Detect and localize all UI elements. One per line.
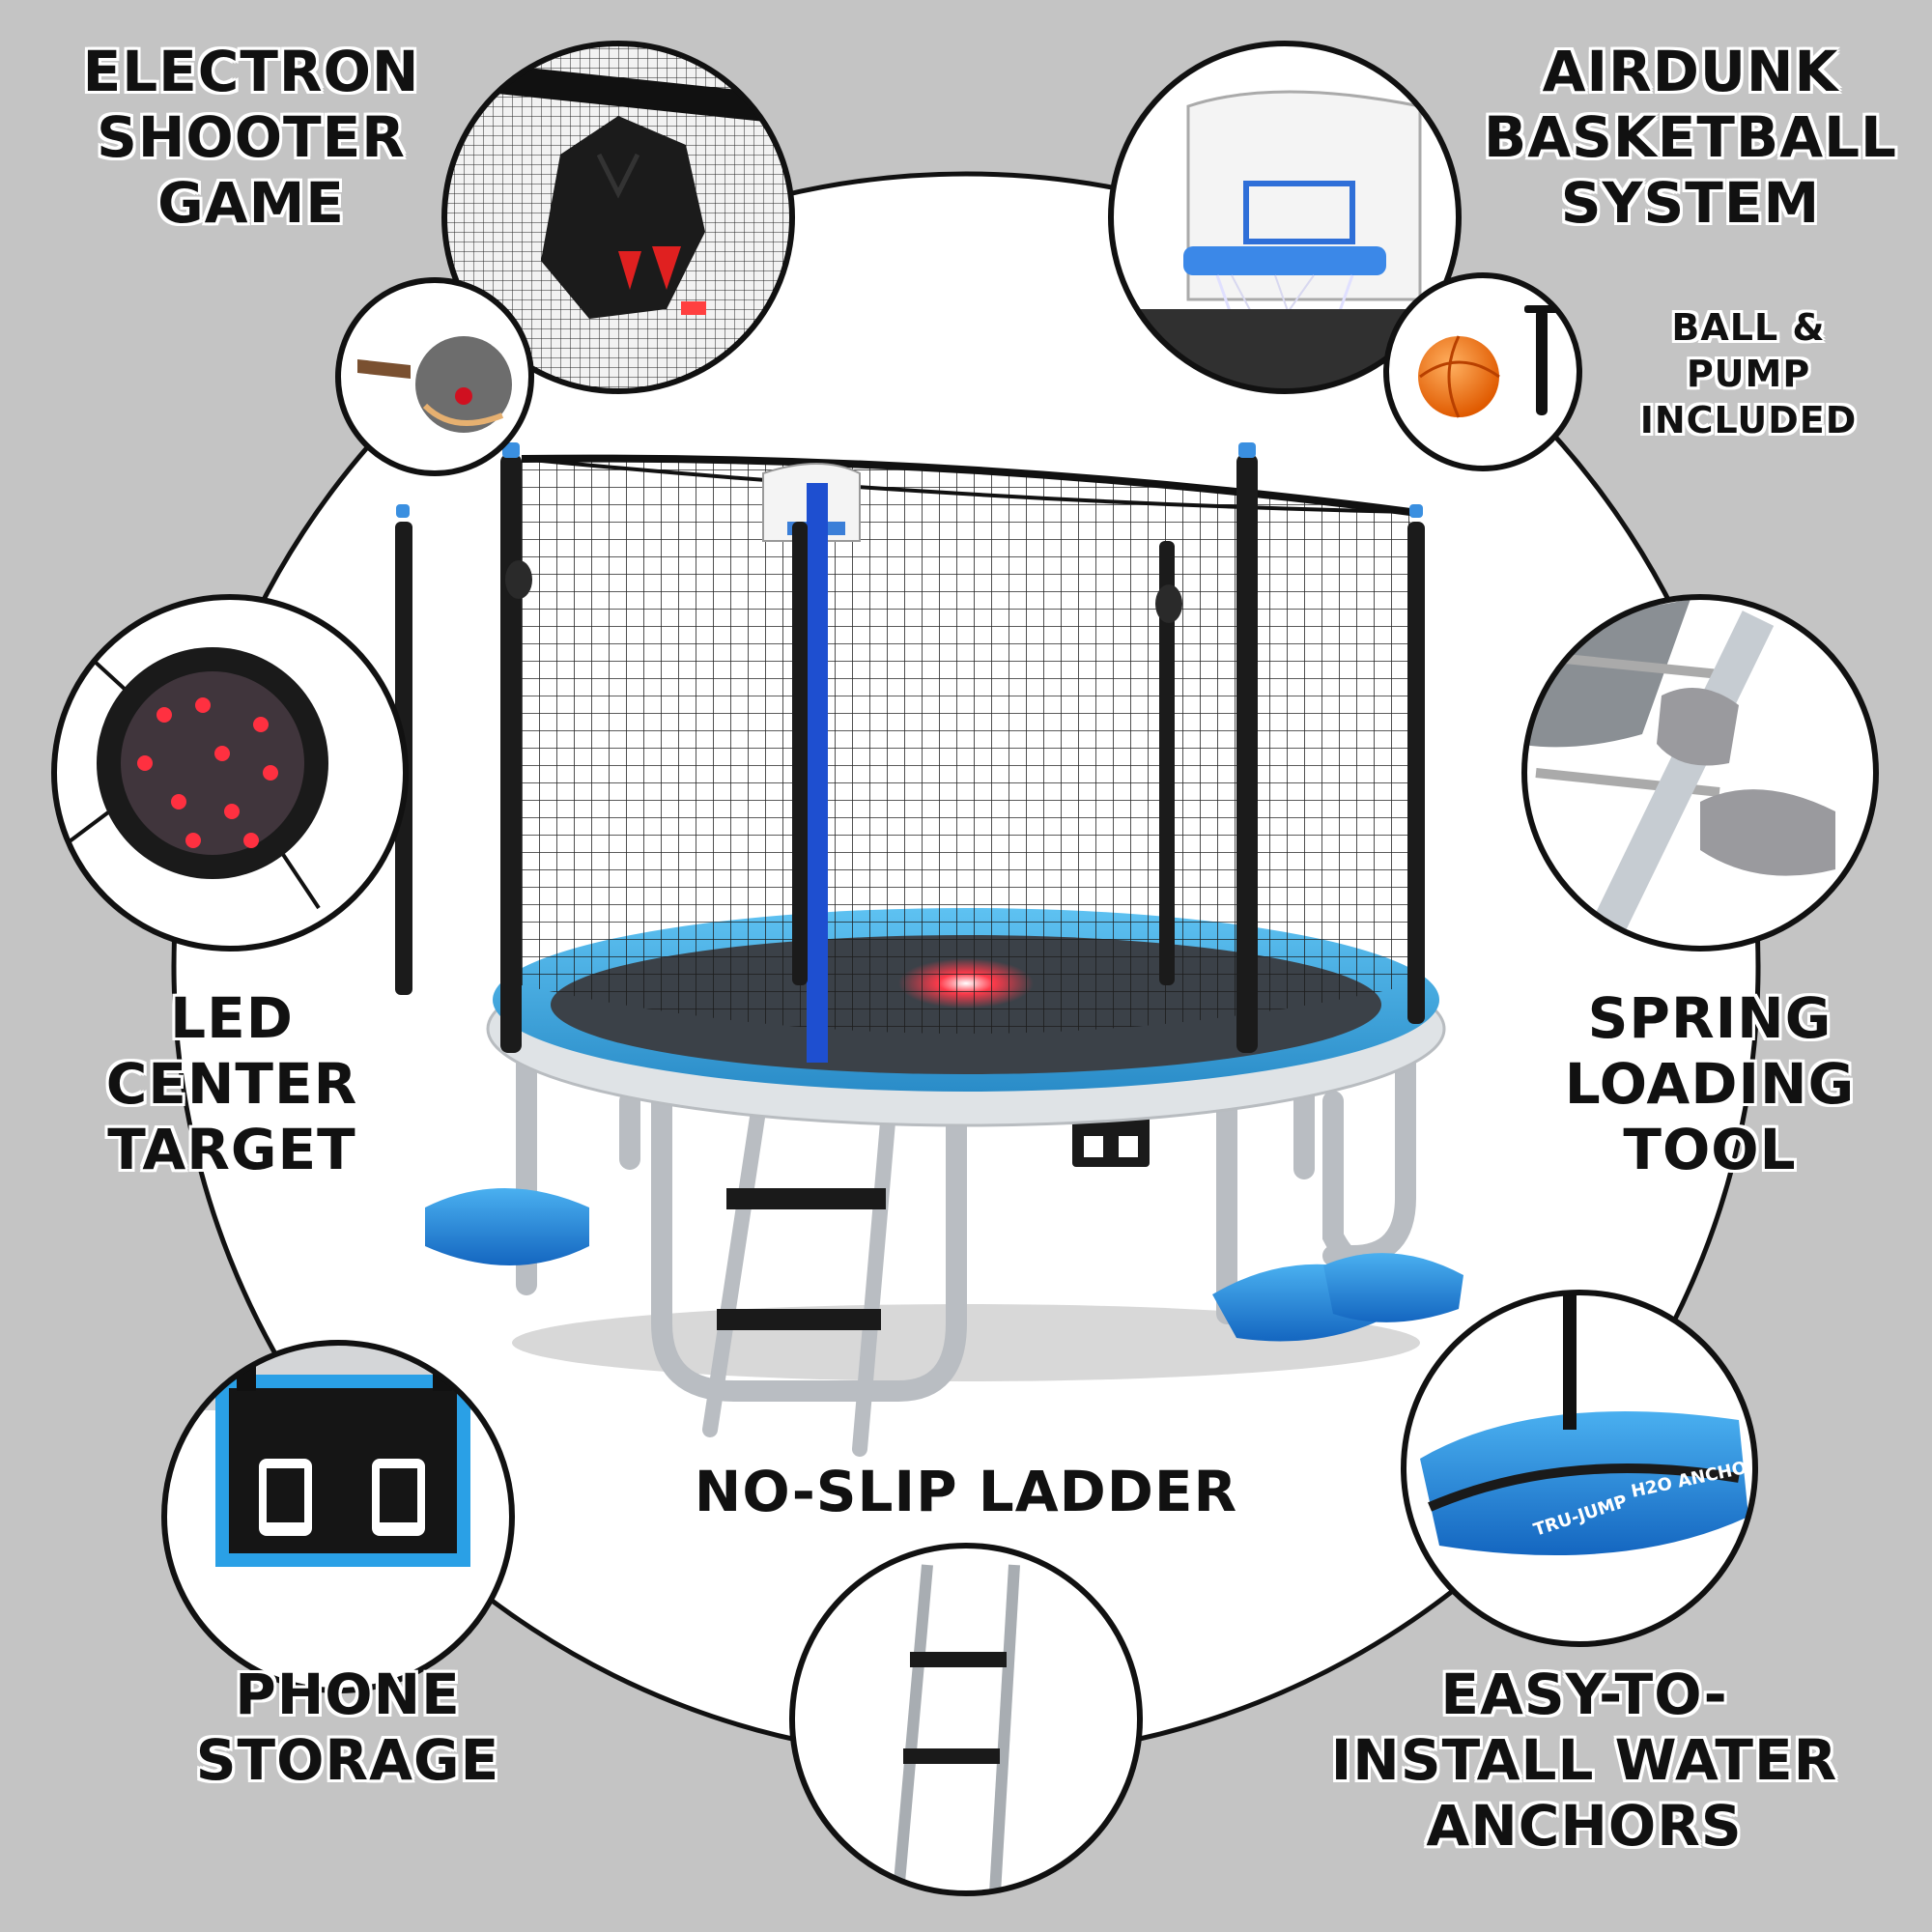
led-target-photo	[51, 594, 409, 952]
ball-pump-photo	[1383, 272, 1582, 471]
bullet-target-photo	[335, 277, 534, 476]
ladder-photo	[789, 1543, 1143, 1896]
water-anchor-photo: TRU-JUMP H2O ANCHOR	[1401, 1290, 1758, 1647]
electron-shooter-photo	[441, 41, 795, 394]
spring-tool-photo	[1521, 594, 1879, 952]
label-ladder: NO-SLIP LADDER	[694, 1459, 1238, 1524]
trampoline-illustration	[395, 442, 1463, 1457]
